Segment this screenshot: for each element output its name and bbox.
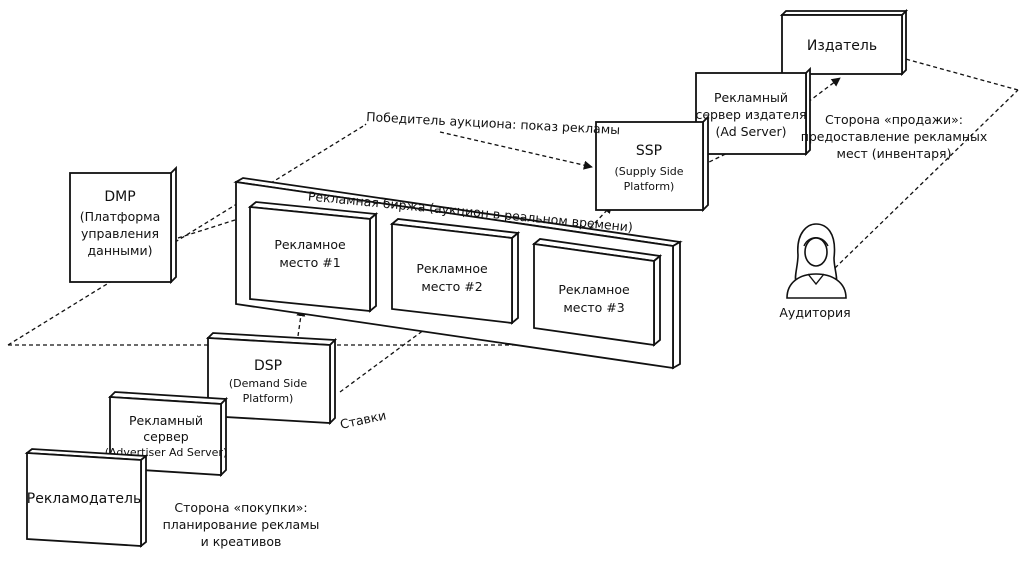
ssp-box: SSP (Supply Side Platform) <box>595 114 709 213</box>
slot1-line-2: место #1 <box>279 255 340 270</box>
ssp-line-1: (Supply Side <box>614 165 683 178</box>
sell-side-line-2: предоставление рекламных <box>801 129 988 144</box>
slot3-line-1: Рекламное <box>558 282 630 297</box>
sell-side-line-3: мест (инвентаря) <box>837 146 952 161</box>
ad-slot-3: Рекламное место #3 <box>531 238 663 347</box>
buy-side-line-3: и креативов <box>201 534 282 549</box>
connector-dmp <box>177 219 236 239</box>
ad-slot-2: Рекламное место #2 <box>389 218 521 325</box>
advertiser-box: Рекламодатель <box>24 448 149 548</box>
ad-slot-1: Рекламное место #1 <box>247 201 379 313</box>
arrow-winner-to-ssp <box>439 131 593 170</box>
slot3-line-2: место #3 <box>563 300 624 315</box>
publisher-ad-server-box: Рекламный сервер издателя (Ad Server) <box>695 66 811 157</box>
dmp-box: DMP (Платформа управления данными) <box>69 165 177 285</box>
dsp-title: DSP <box>254 358 282 374</box>
pubserver-line-3: (Ad Server) <box>716 124 787 139</box>
dmp-line-1: (Платформа <box>80 209 161 224</box>
audience-label: Аудитория <box>779 305 850 320</box>
bids-label: Ставки <box>339 407 388 431</box>
arrow-exchange-to-ssp <box>589 204 613 229</box>
slot2-line-2: место #2 <box>421 279 482 294</box>
publisher-box: Издатель <box>779 8 909 77</box>
dsp-box: DSP (Demand Side Platform) <box>205 332 338 426</box>
advertiser-title: Рекламодатель <box>27 491 141 507</box>
sell-side-line-1: Сторона «продажи»: <box>825 112 963 127</box>
publisher-title: Издатель <box>807 38 877 54</box>
slot1-line-1: Рекламное <box>274 237 346 252</box>
arrow-pubserver-to-publisher <box>807 77 841 103</box>
connector-dsp-bids <box>339 323 433 393</box>
buy-side-line-1: Сторона «покупки»: <box>174 500 307 515</box>
dsp-line-1: (Demand Side <box>229 377 307 390</box>
slot2-line-1: Рекламное <box>416 261 488 276</box>
connector-right-to-publisher <box>901 57 1019 91</box>
dmp-line-2: управления <box>81 226 159 241</box>
dsp-line-2: Platform) <box>243 392 294 405</box>
pubserver-line-2: сервер издателя <box>695 107 806 122</box>
advserver-line-2: сервер <box>143 429 189 444</box>
person-icon <box>786 223 847 299</box>
dmp-title: DMP <box>104 189 135 205</box>
ssp-title: SSP <box>636 143 662 159</box>
buy-side-line-2: планирование рекламы <box>163 517 320 532</box>
ssp-line-2: Platform) <box>624 180 675 193</box>
advserver-line-1: Рекламный <box>129 413 203 428</box>
connector-audience-right <box>834 89 1019 269</box>
pubserver-line-1: Рекламный <box>714 90 788 105</box>
dmp-line-3: данными) <box>88 243 153 258</box>
auction-winner-label: Победитель аукциона: показ рекламы <box>366 109 621 137</box>
